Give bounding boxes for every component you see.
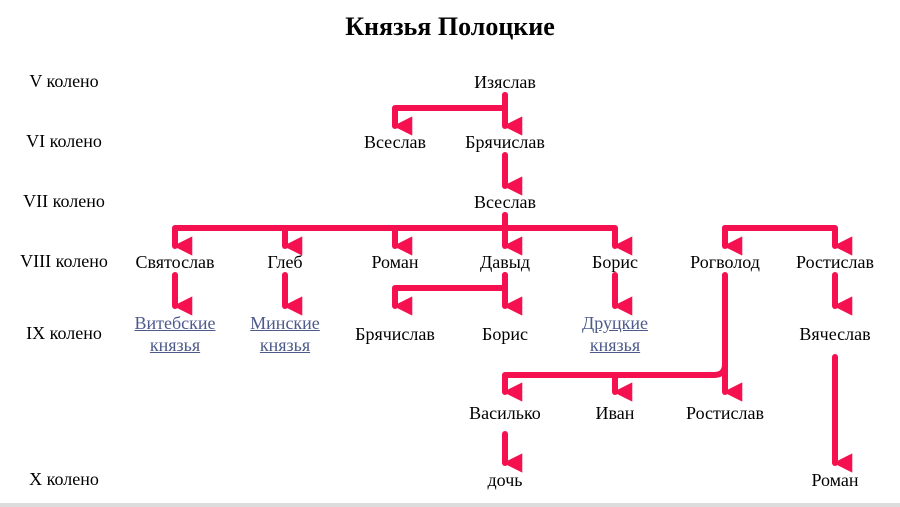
connector-vseslav-to-rostislav	[722, 225, 853, 256]
generation-label-x: X колено	[29, 469, 99, 489]
connector-izyaslav-to-vseslav	[392, 92, 508, 136]
person-vseslav-vii: Всеслав	[473, 192, 537, 212]
person-roman-x: Роман	[811, 470, 859, 490]
person-davyd: Давыд	[479, 252, 531, 272]
person-rogvolod: Рогволод	[690, 252, 760, 272]
link-druck-line1: Друцкие	[581, 313, 649, 333]
generation-label-v: V колено	[29, 71, 99, 91]
generation-label-vi: VI колено	[26, 131, 102, 151]
link-vitebsk-line1: Витебские	[134, 313, 216, 333]
person-rostislav-x: Ростислав	[686, 403, 764, 423]
person-doch: дочь	[487, 470, 523, 490]
connector-vseslav-to-svyatoslav	[172, 212, 508, 256]
person-boris-viii: Борис	[592, 252, 638, 272]
person-izyaslav: Изяслав	[474, 72, 536, 92]
generation-label-vii: VII колено	[23, 191, 105, 211]
connector-vseslav-to-boris	[502, 225, 633, 256]
generation-label-ix: IX колено	[26, 323, 102, 343]
person-rostislav-viii: Ростислав	[796, 252, 874, 272]
person-gleb: Глеб	[267, 252, 303, 272]
link-druck-line2: князья	[589, 335, 641, 355]
link-minsk-line2: князья	[259, 335, 311, 355]
person-ivan: Иван	[595, 403, 635, 423]
person-boris-ix: Борис	[482, 324, 528, 344]
link-minsk-line1: Минские	[250, 313, 320, 333]
person-roman-viii: Роман	[371, 252, 419, 272]
person-svyatoslav: Святослав	[135, 252, 215, 272]
person-bryachislav-ix: Брячислав	[355, 324, 435, 344]
link-minsk-princes[interactable]: Минские князья	[220, 312, 350, 356]
link-vitebsk-line2: князья	[149, 335, 201, 355]
person-vseslav-vi: Всеслав	[363, 132, 427, 152]
bottom-divider	[0, 503, 900, 507]
connector-davyd-to-bryachislav	[392, 272, 508, 316]
link-vitebsk-princes[interactable]: Витебские князья	[110, 312, 240, 356]
link-druck-princes[interactable]: Друцкие князья	[550, 312, 680, 356]
person-vasilko: Василько	[469, 403, 541, 423]
generation-label-viii: VIII колено	[20, 251, 108, 271]
page-title: Князья Полоцкие	[345, 12, 555, 41]
person-bryachislav-vi: Брячислав	[465, 132, 545, 152]
person-vyacheslav: Вячеслав	[799, 324, 871, 344]
